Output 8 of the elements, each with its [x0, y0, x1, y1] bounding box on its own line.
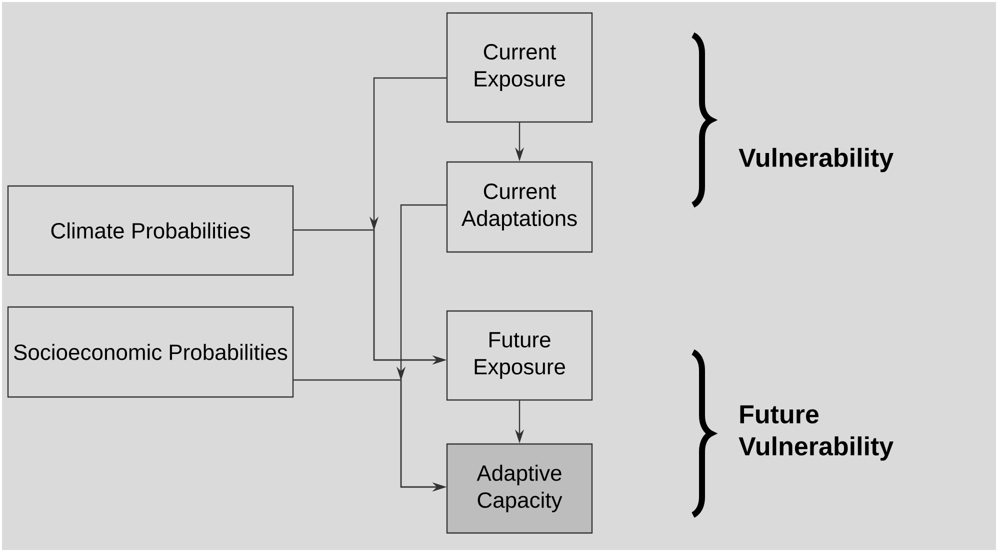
process-box: Current Adaptations — [446, 161, 593, 253]
process-box: Socioeconomic Probabilities — [7, 306, 294, 398]
process-box: Current Exposure — [446, 12, 593, 123]
process-box: Climate Probabilities — [7, 185, 294, 276]
process-box: Adaptive Capacity — [446, 443, 593, 534]
bracket-label: Future Vulnerability — [738, 405, 894, 461]
process-box: Future Exposure — [446, 310, 593, 401]
bracket-label: Vulnerability — [738, 148, 894, 172]
